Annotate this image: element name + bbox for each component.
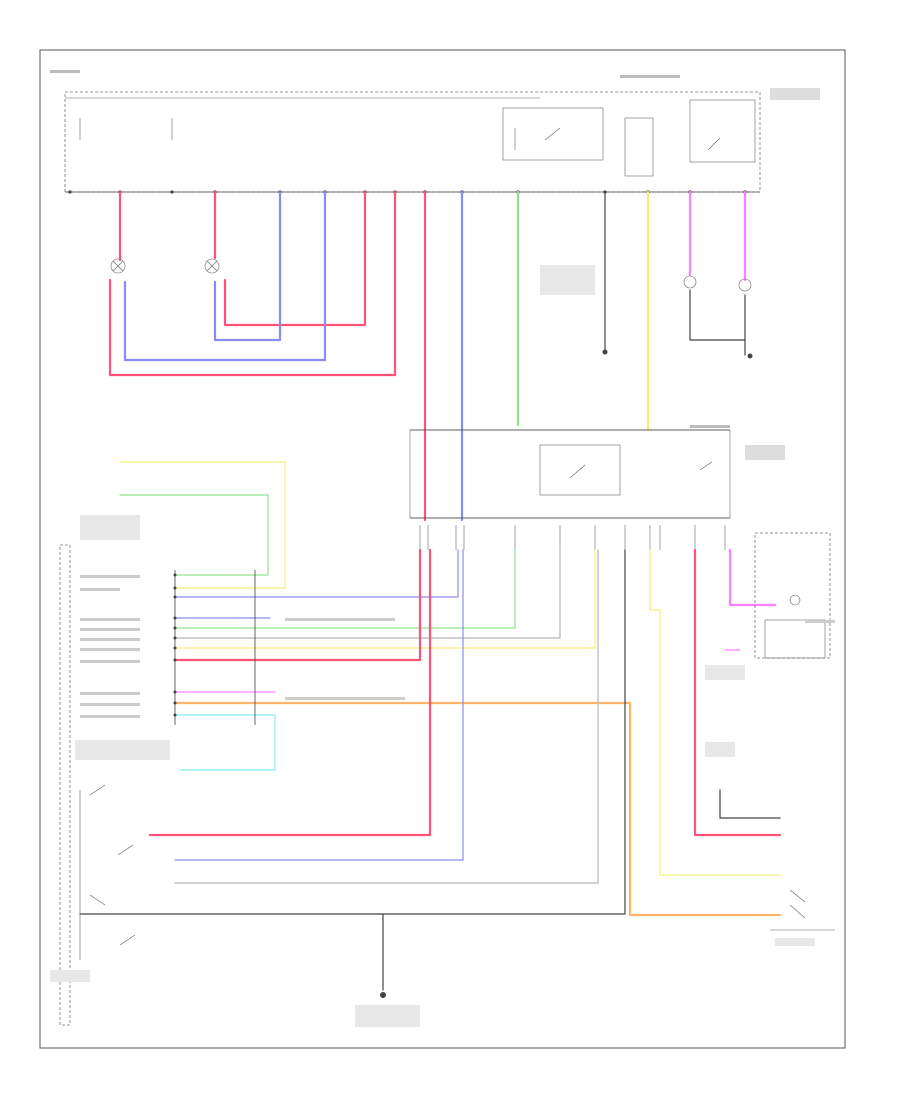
wire-green	[174, 549, 516, 629]
left-connector	[173, 570, 256, 725]
middle-connector-pins	[419, 525, 726, 550]
wire-black	[719, 789, 781, 819]
wire-green	[119, 494, 269, 576]
wire-red	[693, 548, 782, 837]
wire-pink	[728, 548, 777, 607]
middle-module	[409, 429, 731, 519]
wire-blue	[174, 549, 459, 598]
wire-blue	[174, 549, 464, 861]
wire-yellow	[649, 549, 781, 876]
right-headlamp-bulb	[204, 258, 220, 274]
connector-wiring	[79, 461, 782, 991]
top-module	[64, 91, 761, 193]
wire-orange	[173, 701, 782, 917]
unreadable-labels	[50, 70, 835, 1027]
ground-symbol	[602, 349, 753, 359]
diagram-frame	[39, 49, 846, 1049]
wire-grey	[174, 549, 599, 884]
wire-grey	[174, 549, 561, 639]
left-headlamp-bulb	[110, 258, 126, 274]
wire-cyan	[174, 714, 276, 771]
wire-black	[79, 549, 626, 915]
wire-red	[108, 190, 397, 377]
headlamp-wiring	[108, 190, 747, 522]
left-side-lamp-bulb	[683, 275, 697, 289]
park-lamp-switch	[770, 889, 835, 931]
wire-blue	[213, 190, 282, 342]
instrument-cluster-box	[754, 532, 831, 659]
wire-red	[223, 190, 367, 327]
right-side-lamp-bulb	[738, 278, 752, 292]
wire-blue	[123, 190, 327, 362]
wire-red	[173, 548, 422, 662]
headlamp-switch-module	[59, 544, 136, 1026]
wire-yellow	[119, 461, 286, 589]
wire-red	[148, 548, 432, 837]
wire-black	[689, 289, 746, 356]
wire-yellow	[174, 549, 596, 649]
ground-symbol	[380, 992, 386, 998]
